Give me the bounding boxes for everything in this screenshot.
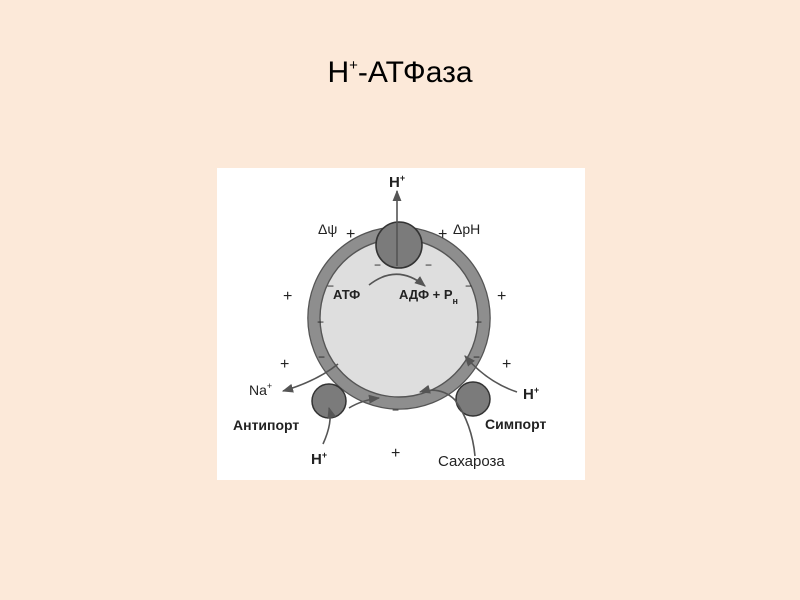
plus-charge: + [502, 356, 511, 373]
antiport-proton-label: H+ [311, 450, 327, 468]
antiport-label: Антипорт [233, 417, 299, 433]
minus-charge: − [475, 315, 482, 329]
minus-charge: − [374, 258, 381, 272]
slide-title: H+-АТФаза [0, 56, 800, 90]
membrane-potential-label: Δψ [318, 221, 337, 237]
minus-charge: − [318, 350, 325, 364]
antiporter-protein [311, 383, 347, 419]
sucrose-label: Сахароза [438, 453, 505, 470]
adp-pi-label: АДФ + Pн [399, 287, 458, 306]
sucrose-in-arrow [418, 384, 476, 457]
symport-label: Симпорт [485, 416, 546, 432]
plus-charge: + [283, 288, 292, 305]
na-out-arrow [281, 363, 339, 393]
atp-hydrolysis-arrow [368, 273, 426, 287]
plus-charge: + [438, 226, 447, 243]
top-proton-label: H+ [389, 173, 405, 191]
symport-proton-label: H+ [523, 385, 539, 403]
atpase-protein [375, 221, 423, 269]
plus-charge: + [391, 445, 400, 462]
minus-charge: − [327, 279, 334, 293]
diagram-canvas: H+ Δψ ΔpH АТФ АДФ + Pн Na+ Антипорт H+ H… [233, 173, 546, 470]
antiport-inner-arrow [348, 394, 381, 409]
symporter-protein [455, 381, 491, 417]
plus-charge: + [346, 226, 355, 243]
title-superscript: + [349, 57, 358, 74]
title-main: H [327, 56, 350, 89]
minus-charge: − [392, 403, 399, 417]
h-in-symport-arrow [464, 355, 518, 393]
h-in-antiport-arrow [322, 406, 337, 445]
plus-charge: + [497, 288, 506, 305]
minus-charge: − [465, 279, 472, 293]
plus-charge: + [280, 356, 289, 373]
minus-charge: − [473, 350, 480, 364]
title-rest: -АТФаза [357, 56, 473, 89]
atp-label: АТФ [333, 287, 360, 302]
atpase-diagram: H+ Δψ ΔpH АТФ АДФ + Pн Na+ Антипорт H+ H… [217, 168, 585, 480]
ph-gradient-label: ΔpH [453, 221, 480, 237]
minus-charge: − [425, 258, 432, 272]
na-label: Na+ [249, 381, 272, 398]
minus-charge: − [317, 315, 324, 329]
